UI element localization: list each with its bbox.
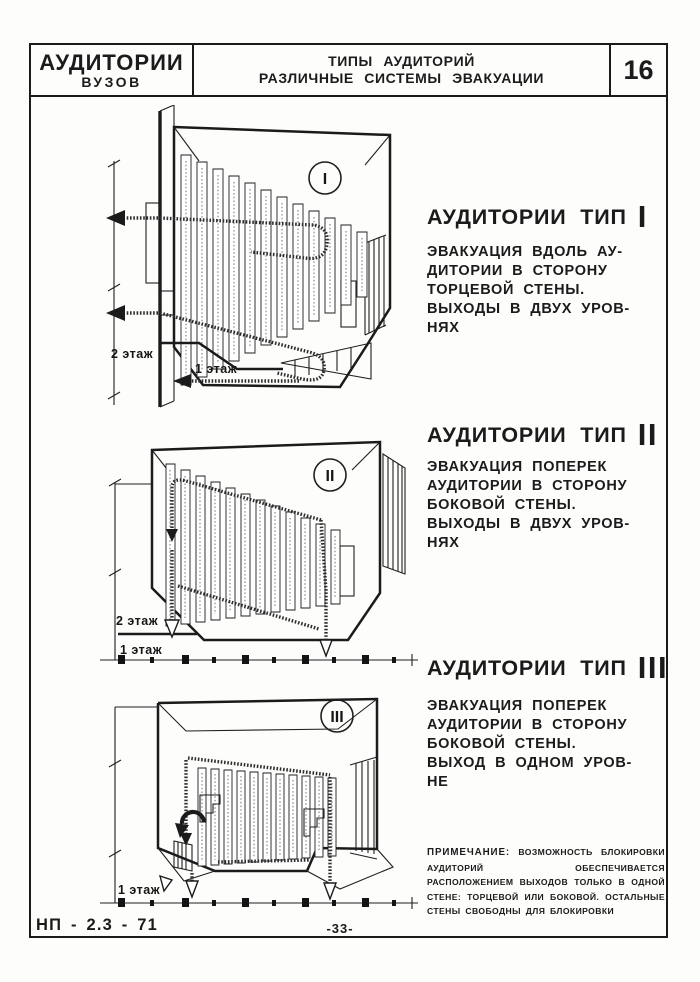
description-line: ЭВАКУАЦИЯ ВДОЛЬ АУ- [427,244,623,260]
evacuation-route-right [318,519,334,658]
section-heading: АУДИТОРИИ ТИП II [427,415,679,452]
description-line: ЭВАКУАЦИЯ ПОПЕРЕК [427,459,607,475]
description-line: ВЫХОДЫ В ДВУХ УРОВ- [427,516,630,532]
dimension-line [108,478,152,660]
exit-arrow-icon [318,639,334,658]
aisle-steps-right [303,808,325,837]
label-level-1: 1 этаж [120,643,162,657]
window-slats [349,756,378,860]
description-line: НЕ [427,774,449,790]
stairs [173,840,193,872]
stairs [280,342,372,380]
ground-line [100,654,418,666]
ground-line [100,897,418,909]
sheet-name-line2: РАЗЛИЧНЫЕ СИСТЕМЫ ЭВАКУАЦИИ [258,70,545,86]
badge-numeral: I [323,171,327,188]
exit-arrow-icon [322,882,338,901]
exit-arrow-icon [173,374,191,388]
exit-arrow-far-left [158,874,174,893]
description-line: БОКОВОЙ СТЕНЫ. [427,497,577,513]
description-line: НЯХ [427,320,460,336]
label-level-2: 2 этаж [111,347,153,361]
section-description: ЭВАКУАЦИЯ ВДОЛЬ АУ- ДИТОРИИ В СТОРОНУ ТО… [427,243,679,338]
section-type-3: АУДИТОРИИ ТИП III ЭВАКУАЦИЯ ПОПЕРЕК АУДИ… [427,648,679,792]
floor-slab-edge [160,341,283,371]
section-title: АУДИТОРИИ ТИП [427,205,627,229]
diagram-type-1: 2 этаж 1 этаж I [106,105,392,408]
description-line: АУДИТОРИИ В СТОРОНУ [427,717,628,733]
section-title: АУДИТОРИИ ТИП [427,423,627,447]
description-line: ВЫХОД В ОДНОМ УРОВ- [427,755,633,771]
side-door [339,545,355,597]
note-text: ВОЗМОЖНОСТЬ БЛОКИРОВКИ АУДИТОРИЙ ОБЕСПЕЧ… [427,847,665,917]
label-level-1: 1 этаж [195,362,237,376]
section-roman-numeral: II [637,417,658,452]
title-block-sheet-name: ТИПЫ АУДИТОРИЙ РАЗЛИЧНЫЕ СИСТЕМЫ ЭВАКУАЦ… [194,45,611,95]
seat-rows [197,767,337,867]
title-block-number: 16 [611,45,666,95]
evacuation-route-lower [106,305,326,382]
sheet-number: 16 [623,54,654,85]
exit-arrow-icon [166,529,178,542]
description-line: ЭВАКУАЦИЯ ПОПЕРЕК [427,698,607,714]
dimension-line [107,159,121,405]
description-line: БОКОВОЙ СТЕНЫ. [427,736,577,752]
document-code: НП - 2.3 - 71 [36,916,158,934]
section-description: ЭВАКУАЦИЯ ПОПЕРЕК АУДИТОРИИ В СТОРОНУ БО… [427,697,679,792]
section-type-2: АУДИТОРИИ ТИП II ЭВАКУАЦИЯ ПОПЕРЕК АУДИТ… [427,415,679,553]
room-outline [156,697,394,890]
evacuation-route-left [163,550,181,639]
note-block: ПРИМЕЧАНИЕ: ВОЗМОЖНОСТЬ БЛОКИРОВКИ АУДИТ… [427,845,665,919]
description-line: ТОРЦЕВОЙ СТЕНЫ. [427,282,585,298]
exit-arrow-icon [106,210,125,226]
section-title: АУДИТОРИИ ТИП [427,656,627,680]
section-heading: АУДИТОРИИ ТИП III [427,648,679,685]
description-line: ВЫХОДЫ В ДВУХ УРОВ- [427,301,630,317]
badge-numeral: II [326,468,335,485]
section-description: ЭВАКУАЦИЯ ПОПЕРЕК АУДИТОРИИ В СТОРОНУ БО… [427,458,679,553]
title-block-series: АУДИТОРИИ ВУЗОВ [31,45,194,95]
diagram-type-2: 2 этаж 1 этаж II [100,440,418,666]
room-outline [172,125,392,389]
ground-floor-route [173,374,299,388]
exit-arrow-icon [184,880,200,899]
description-line: АУДИТОРИИ В СТОРОНУ [427,478,628,494]
diagram-type-3: 1 этаж III [100,697,418,909]
section-roman-numeral: I [637,199,648,234]
evacuation-loop [180,756,331,864]
sheet-name-line1: ТИПЫ АУДИТОРИЙ [328,53,475,69]
description-line: НЯХ [427,535,460,551]
evacuation-route-right [322,777,338,901]
label-level-1: 1 этаж [118,883,160,897]
badge-numeral: III [330,709,343,726]
exit-arrow-icon [180,833,192,846]
seat-rows [165,463,341,627]
note-label: ПРИМЕЧАНИЕ: [427,847,511,858]
exit-arrow-left [184,873,200,899]
end-wall [145,105,175,408]
description-line: ДИТОРИИ В СТОРОНУ [427,263,608,279]
window-slats [382,452,406,575]
exit-arrow-icon [106,305,125,321]
numeral-badge-1: I [308,161,342,195]
series-title: АУДИТОРИИ [39,49,184,75]
series-subtitle: ВУЗОВ [81,73,142,90]
label-level-2: 2 этаж [116,614,158,628]
evacuation-route-top [166,478,322,542]
title-block: АУДИТОРИИ ВУЗОВ ТИПЫ АУДИТОРИЙ РАЗЛИЧНЫЕ… [29,43,668,97]
section-roman-numeral: III [637,650,669,685]
u-turn-arrow [175,809,207,838]
page-number-footer: -33- [326,921,354,936]
dimension-line [108,706,158,903]
evacuation-route-lower [177,584,320,631]
numeral-badge-2: II [313,458,347,492]
section-type-1: АУДИТОРИИ ТИП I ЭВАКУАЦИЯ ВДОЛЬ АУ- ДИТО… [427,197,679,338]
section-heading: АУДИТОРИИ ТИП I [427,197,679,234]
exit-arrow-icon [163,619,181,639]
evacuation-route-upper [106,210,329,261]
numeral-badge-3: III [320,699,354,733]
